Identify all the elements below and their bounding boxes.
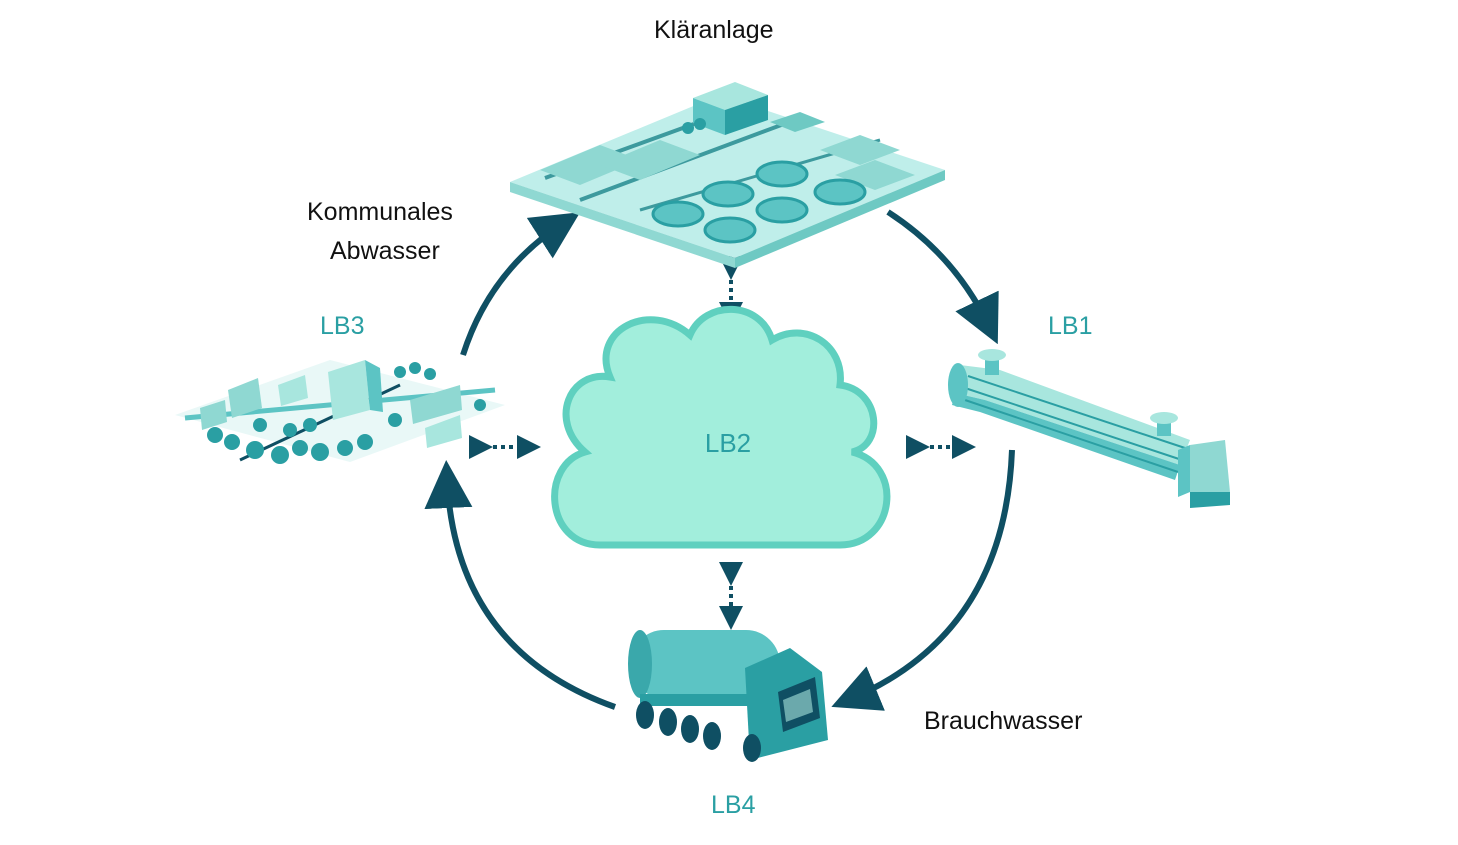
arrow-exchanger-to-truck xyxy=(831,449,1015,711)
arrow-wwtp-to-exchanger xyxy=(886,209,999,345)
label-abwasser: Abwasser xyxy=(330,237,440,265)
label-lb4: LB4 xyxy=(711,791,756,819)
city-icon xyxy=(175,360,505,464)
heat-exchanger-icon xyxy=(948,349,1230,508)
label-brauchwasser: Brauchwasser xyxy=(924,707,1083,735)
cloud-label: LB2 xyxy=(705,428,751,458)
tanker-truck-icon xyxy=(628,630,828,762)
label-kommunales: Kommunales xyxy=(307,198,453,226)
wastewater-treatment-plant-icon xyxy=(510,82,945,268)
label-kläranlage: Kläranlage xyxy=(654,16,774,44)
cloud-icon: LB2 xyxy=(551,305,891,549)
arrow-city-to-wwtp xyxy=(460,212,581,356)
arrow-truck-to-city xyxy=(424,460,617,710)
label-lb3: LB3 xyxy=(320,312,365,340)
label-lb1: LB1 xyxy=(1048,312,1093,340)
